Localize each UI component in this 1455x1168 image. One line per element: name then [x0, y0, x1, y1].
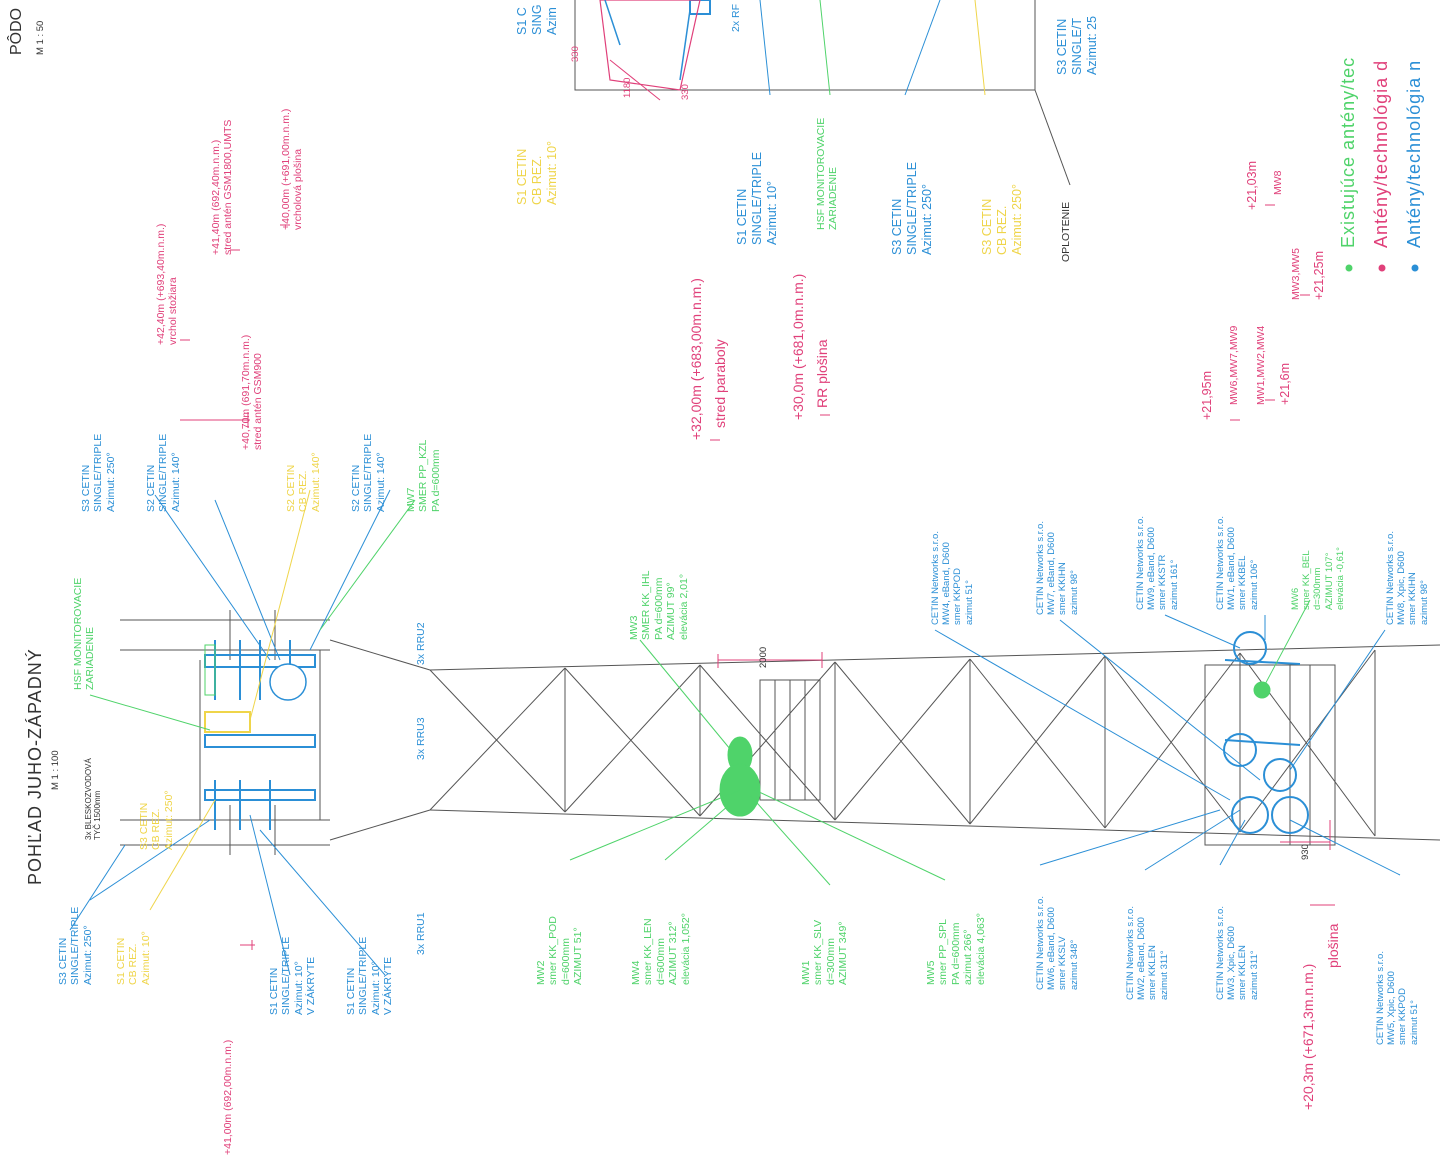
rru1-label: 3x RRU1	[415, 912, 427, 955]
mw4-label: MW4 smer KK_LEN d=600mm AZIMUT 312° elev…	[630, 913, 692, 985]
legend-dot-green	[1345, 264, 1353, 272]
level-2125-list: MW3,MW5	[1290, 248, 1302, 300]
level-4240: +42,40m (+693,40m.n.m.) vrchol stožiara	[155, 223, 180, 345]
net-mw6: CETIN Networks s.r.o. MW6, eBand, D600 s…	[1035, 896, 1080, 990]
net-mw7: CETIN Networks s.r.o. MW7, eBand, D600 s…	[1035, 521, 1080, 615]
plan-view-sector	[599, 0, 701, 91]
mw6-green-label: MW6 smer KK_BEL d=300mm AZIMUT 107° elev…	[1290, 547, 1346, 610]
rru2-label: 3x RRU2	[415, 622, 427, 665]
net-mw8: CETIN Networks s.r.o. MW8, Xpic, D600 sm…	[1385, 531, 1430, 625]
level-3200-desc: stred paraboly	[712, 339, 728, 428]
level-4070: +40,70m (691,70m.n.m.) stred antén GSM90…	[240, 334, 265, 450]
plan-s1-blue: S1 CETIN SINGLE/TRIPLE Azimut: 10°	[735, 151, 779, 245]
leader-lines-green	[89, 0, 1311, 886]
plan-s3-right: S3 CETIN SINGLE/T Azimut: 25	[1055, 15, 1099, 75]
leader-lines-yellow	[149, 0, 986, 911]
dim-2000: 2000	[758, 646, 769, 668]
tower-structure	[120, 0, 1441, 855]
level-2195: +21,95m	[1200, 371, 1214, 420]
s1-vzakryte-a: S1 CETIN SINGLE/TRIPLE Azimut: 10° V ZÁK…	[268, 936, 318, 1015]
net-mw2: CETIN Networks s.r.o. MW2, eBand, D600 s…	[1125, 906, 1170, 1000]
level-4000: +40,00m (+691,00m.n.m.) vrcholová plošin…	[280, 108, 305, 230]
mw3-label: MW3 SMER KK_IHL PA d=600mm AZIMUT 99° el…	[628, 570, 690, 640]
hsf-plan-label: HSF MONITOROVACIE ZARIADENIE	[815, 117, 840, 230]
level-2125: +21,25m	[1312, 251, 1326, 300]
plan-rru-label: 2x RF	[730, 3, 742, 32]
legend-item-2: Antény/technológia n	[1404, 59, 1424, 248]
dim-330a: 330	[570, 46, 581, 62]
level-2103-list: MW8	[1272, 170, 1284, 196]
pink-dimensions	[180, 59, 1335, 950]
net-mw5: CETIN Networks s.r.o. MW5, Xpic, D600 sm…	[1375, 951, 1420, 1045]
legend-dot-blue	[1411, 264, 1419, 272]
plan-s1-yellow: S1 CETIN CB REZ. Azimut: 10°	[515, 140, 559, 205]
level-3200: +32,00m (+683,00m.n.m.)	[688, 278, 704, 440]
rru3-label: 3x RRU3	[415, 717, 427, 760]
legend-item-0: Existujúce antény/tec	[1338, 56, 1358, 248]
hsf-tower-label: HSF MONITOROVACIE ZARIADENIE	[72, 577, 97, 690]
level-2030-desc: plošina	[1325, 923, 1341, 968]
view-title: POHĽAD JUHO-ZÁPADNÝ	[25, 648, 45, 885]
mw1-label: MW1 smer KK_SLV d=300mm AZIMUT 349°	[800, 919, 850, 985]
antenna-circle-icon	[269, 663, 307, 701]
yellow-rru-box	[204, 711, 251, 733]
s3-top-blue: S3 CETIN SINGLE/TRIPLE Azimut: 250°	[80, 433, 117, 512]
plan-s3-blue: S3 CETIN SINGLE/TRIPLE Azimut: 250°	[890, 161, 934, 255]
mw5-label: MW5 smer PP_SPL PA d=600mm azimut 266° e…	[925, 913, 987, 985]
s3-left-blue: S3 CETIN SINGLE/TRIPLE Azimut: 250°	[57, 906, 94, 985]
level-41: +41,00m (692,00m.n.m.)	[222, 1039, 234, 1155]
legend-item-1: Antény/technológia d	[1371, 59, 1391, 248]
s1-left-yellow: S1 CETIN CB REZ. Azimut: 10°	[115, 931, 152, 985]
dim-1180: 1180	[622, 77, 633, 98]
s1-vzakryte-b: S1 CETIN SINGLE/TRIPLE Azimut: 10° V ZÁK…	[345, 936, 395, 1015]
level-2030: +20,3m (+671,3m.n.m.)	[1300, 963, 1316, 1110]
net-mw4: CETIN Networks s.r.o. MW4, eBand, D600 s…	[930, 531, 975, 625]
level-2103: +21,03m	[1245, 161, 1259, 210]
level-216-list: MW1,MW2,MW4	[1255, 325, 1267, 405]
dim-930: 930	[1300, 844, 1311, 860]
plan-s1-top: S1 C SING Azim	[515, 4, 559, 35]
level-216: +21,6m	[1278, 362, 1292, 405]
mw2-label: MW2 smer KK_POD d=600mm AZIMUT 51°	[535, 916, 585, 985]
mw7-top-label: MW7 SMER PP_KZL PA d=600mm	[405, 439, 442, 512]
net-mw9: CETIN Networks s.r.o. MW9, eBand, D600 s…	[1135, 516, 1180, 610]
net-mw1: CETIN Networks s.r.o. MW1, eBand, D600 s…	[1215, 516, 1260, 610]
level-3000: +30,0m (+681,0m.n.m.)	[790, 273, 806, 420]
fence-label: OPLOTENIE	[1060, 201, 1072, 262]
top-title: PÔDO	[8, 7, 25, 55]
dim-330b: 330	[680, 84, 691, 100]
view-scale: M 1 : 100	[50, 750, 61, 790]
s2-mid-blue: S2 CETIN SINGLE/TRIPLE Azimut: 140°	[350, 433, 387, 512]
s2-top-yellow: S2 CETIN CB REZ. Azimut: 140°	[285, 452, 322, 512]
blue-antennas	[204, 0, 1309, 834]
top-scale: M 1 : 50	[35, 20, 46, 55]
level-2195-list: MW6,MW7,MW9	[1228, 325, 1240, 405]
net-mw3: CETIN Networks s.r.o. MW3, Xpic, D600 sm…	[1215, 906, 1260, 1000]
lightning-rod-label: 3x BLESKOZVODOVÁ TYČ 1500mm	[84, 758, 103, 840]
plan-s3-yellow: S3 CETIN CB REZ. Azimut: 250°	[980, 183, 1024, 255]
level-4140: +41,40m (692,40m.n.m.) stred antén GSM18…	[210, 119, 235, 255]
legend-dot-pink	[1378, 264, 1386, 272]
leader-lines-blue	[69, 0, 1401, 976]
s3-tower-yellow: S3 CETIN CB REZ. Azimut: 250°	[138, 790, 175, 850]
level-3000-desc: RR plošina	[814, 339, 830, 408]
s2-top-blue: S2 CETIN SINGLE/TRIPLE Azimut: 140°	[145, 433, 182, 512]
